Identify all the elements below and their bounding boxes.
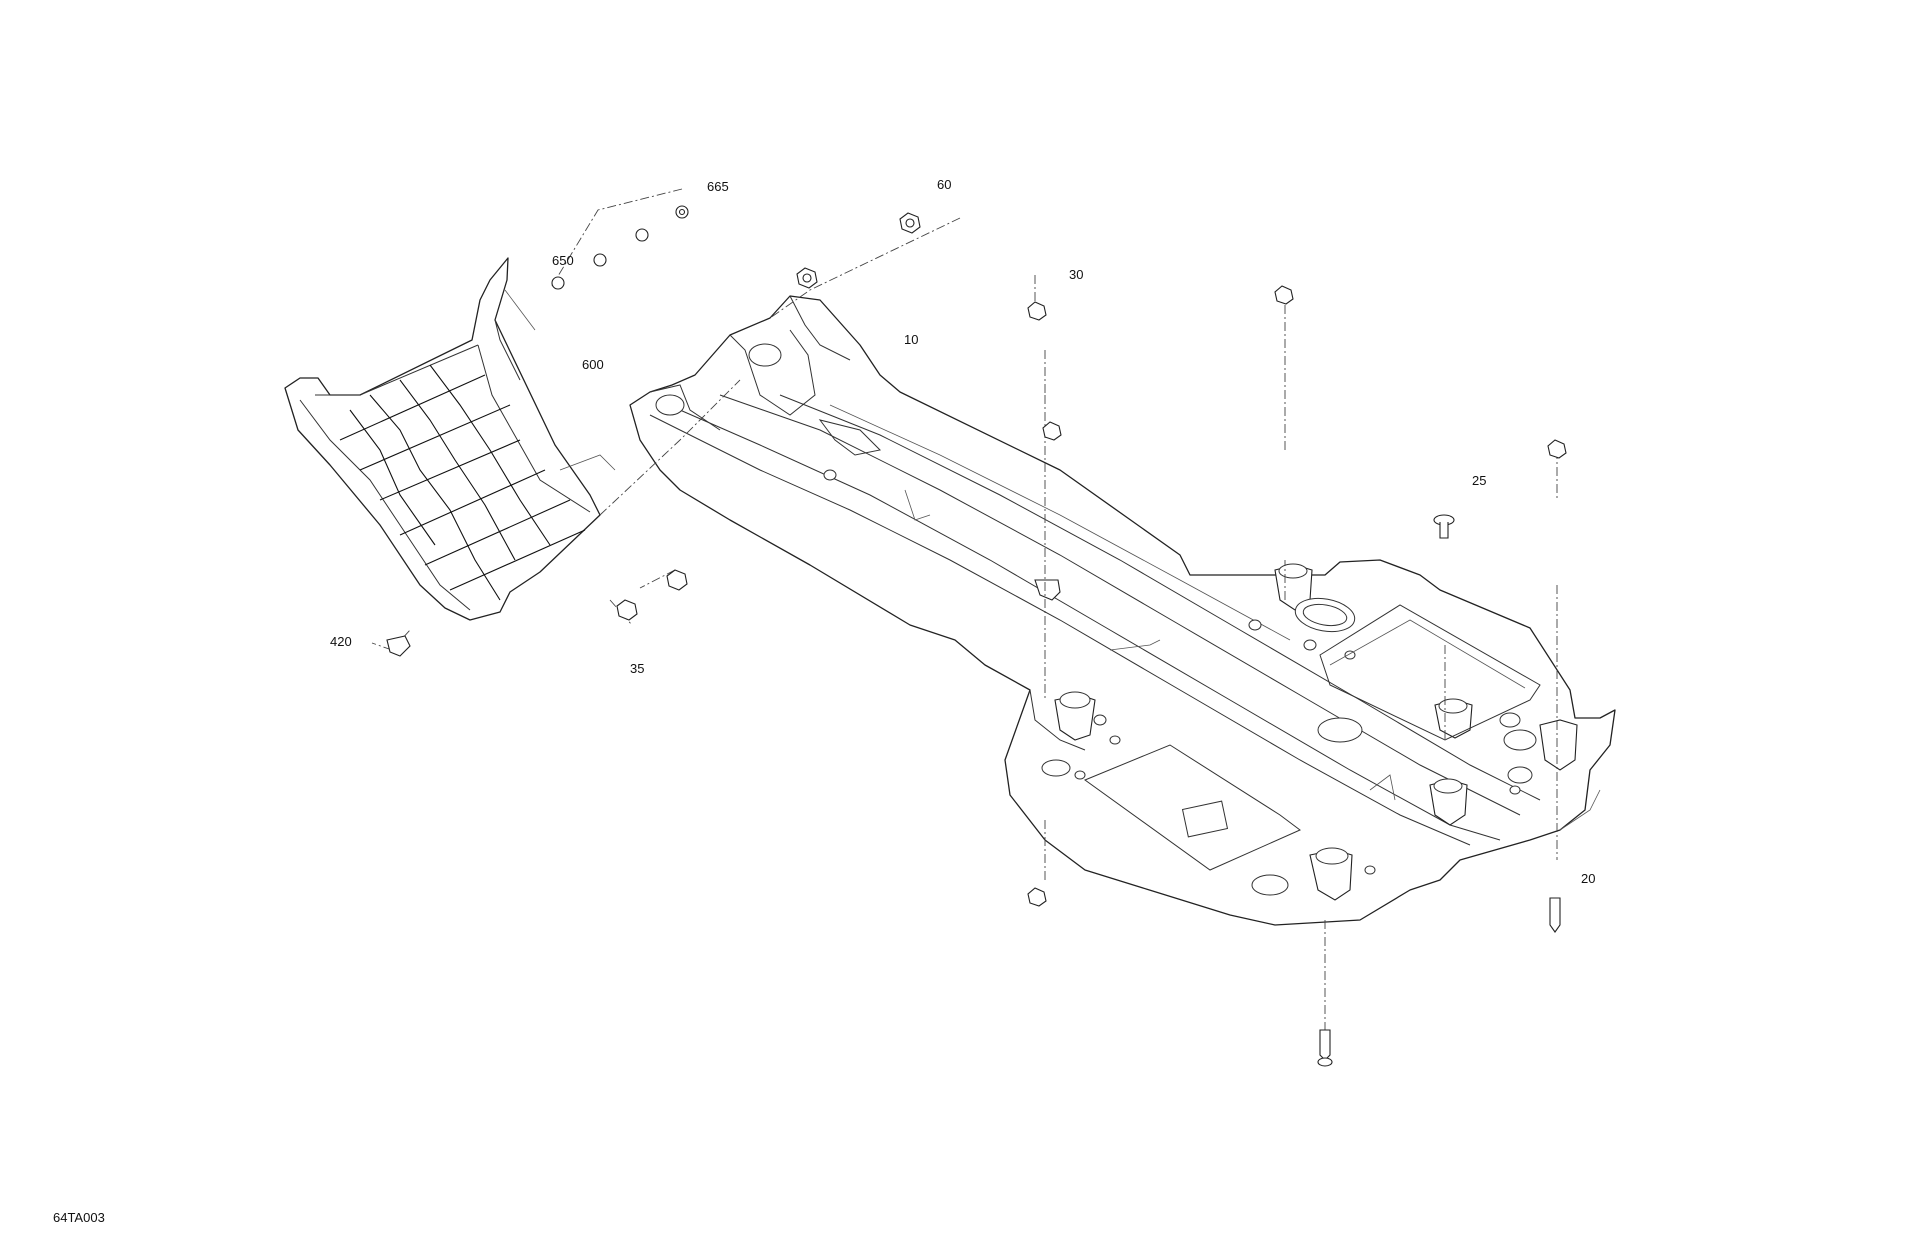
callout-650: 650 [552,253,574,268]
callout-60: 60 [937,177,951,192]
callout-420: 420 [330,634,352,649]
callout-25: 25 [1472,473,1486,488]
fasteners [386,205,1567,1067]
callout-20: 20 [1581,871,1595,886]
callout-35: 35 [630,661,644,676]
callout-30: 30 [1069,267,1083,282]
callout-665: 665 [707,179,729,194]
callout-labels: 665 60 650 30 10 600 25 420 35 20 [330,177,1595,886]
front-skid-plate-part [284,257,616,621]
callout-600: 600 [582,357,604,372]
callout-10: 10 [904,332,918,347]
figure-reference: 64TA003 [53,1210,105,1225]
main-skid-plate-part [629,295,1616,926]
